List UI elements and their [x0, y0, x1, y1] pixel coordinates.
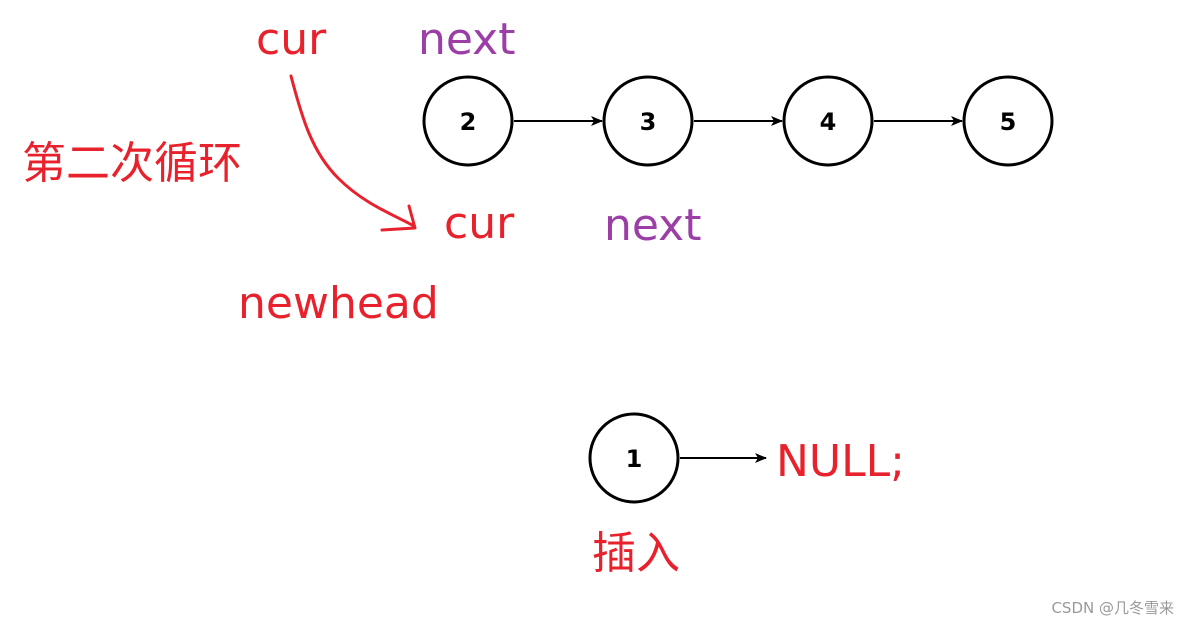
null-label: NULL;: [776, 436, 905, 487]
insert-label: 插入: [592, 528, 680, 579]
cur-label-top: cur: [256, 14, 327, 65]
list-node-5: 5: [962, 75, 1054, 167]
newhead-label: newhead: [238, 278, 439, 329]
watermark: CSDN @几冬雪来: [1051, 599, 1174, 617]
list-node-4: 4: [782, 75, 874, 167]
node-label: 3: [640, 108, 657, 136]
node-label: 5: [1000, 108, 1017, 136]
node-label: 1: [626, 445, 643, 473]
node-label: 2: [460, 108, 477, 136]
loop-title: 第二次循环: [22, 138, 242, 189]
next-label-moved: next: [604, 200, 701, 251]
list-node-1: 1: [588, 412, 680, 504]
cur-move-arrowhead: [380, 204, 417, 232]
cur-move-arrow: [289, 74, 416, 228]
node-label: 4: [820, 108, 837, 136]
list-node-2: 2: [422, 75, 514, 167]
next-label-top: next: [418, 14, 515, 65]
list-node-3: 3: [602, 75, 694, 167]
cur-label-moved: cur: [444, 198, 515, 249]
